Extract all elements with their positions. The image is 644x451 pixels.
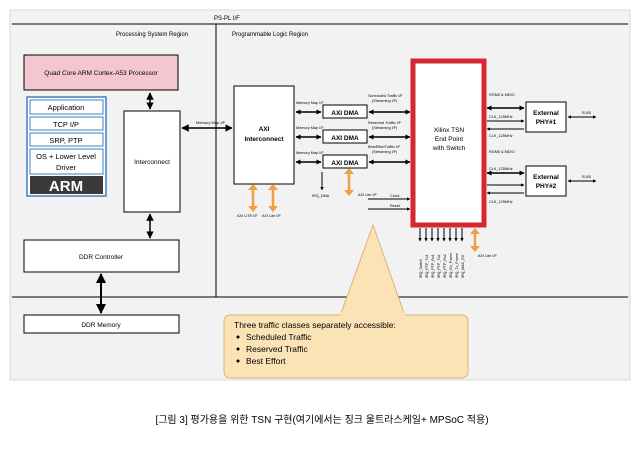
phy1-clk-label-1: CLK_125MHz: [489, 115, 513, 119]
phy1-box: [525, 101, 567, 133]
axi-interconnect-box: [233, 85, 295, 185]
phy2-label-2: PHY#2: [536, 183, 557, 190]
pl-region-label: Programmable Logic Region: [232, 32, 308, 38]
arm-label: ARM: [49, 178, 83, 195]
axi-lite-label: AXI LITE I/F: [237, 214, 258, 218]
streaming-label-2: (Streaming I/F): [372, 126, 398, 130]
stack-tcp-label: TCP I/P: [53, 120, 79, 129]
callout-item-3: Best Effort: [246, 356, 286, 366]
ps-interconnect-box: [123, 110, 181, 213]
streaming-label-3: (Streaming I/F): [372, 150, 398, 154]
stack-srp-ptp: [29, 132, 104, 147]
tsn-axi-lite-label: AXI Lite I/F: [478, 254, 497, 258]
phy2-rj45-label: RJ45: [582, 175, 591, 179]
memmap-label-2: Memory Map I/F: [296, 126, 324, 130]
memory-map-if-left-label: Memory Map I/F: [196, 120, 226, 125]
tsn-label-3: with Switch: [432, 145, 466, 152]
axi-interconnect-label-2: Interconnect: [244, 136, 284, 143]
stack-os-driver: [29, 148, 104, 175]
axi-dma-2-label: AXI DMA: [331, 135, 359, 142]
stack-os-label: OS + Lower Level: [36, 152, 96, 161]
streaming-label-1: (Streaming I/F): [372, 99, 398, 103]
callout-heading: Three traffic classes separately accessi…: [234, 320, 396, 330]
phy2-label-1: External: [533, 174, 559, 181]
phy1-label-2: PHY#1: [536, 119, 557, 126]
phy1-rj45-label: RJ45: [582, 111, 591, 115]
irq-label-0: IRQ_Switch: [419, 259, 423, 278]
ddr-controller-label: DDR Controller: [79, 254, 124, 261]
stack-srp-ptp-label: SRP, PTP: [49, 136, 82, 145]
axi-dma-2: [322, 129, 368, 144]
axi-lite-label-2: AXI Lite I/F: [262, 214, 281, 218]
ddr-memory-box: [23, 314, 180, 334]
tsn-label-1: Xilinx TSN: [434, 127, 465, 134]
axi-dma-3: [322, 154, 368, 169]
axi-lite-arrowheads-dma: [344, 168, 354, 196]
callout-bullet-1: [236, 335, 240, 339]
irq-label-2: IRQ_PTP_Rx1: [431, 254, 435, 278]
memmap-label-1: Memory Map I/F: [296, 101, 324, 105]
tsn-endpoint-box: [410, 58, 487, 228]
ps-interconnect-label: Interconnect: [134, 159, 170, 166]
memmap-label-3: Memory Map I/F: [296, 151, 324, 155]
axi-interconnect-label-1: AXI: [259, 126, 270, 133]
callout-bullet-3: [236, 359, 240, 363]
clock-label: Clock: [390, 194, 400, 198]
irq-label-5: IRQ_Rx_Frame: [449, 253, 453, 278]
ddr-memory-label: DDR Memory: [81, 322, 121, 329]
phy1-rgmii-label: RGMII & MDIO: [489, 93, 515, 97]
tsn-label-2: End Point: [435, 136, 463, 143]
processor-box: [23, 54, 179, 91]
irq-label-1: IRQ_PTP_Tx1: [425, 255, 429, 278]
irq-label-4: IRQ_PTP_Rx2: [443, 254, 447, 278]
stack-application-label: Application: [48, 103, 85, 112]
irq-arrow-group: [418, 228, 464, 242]
axi-dma-1: [322, 104, 368, 119]
reset-label: Reset: [390, 204, 401, 208]
reserved-traffic-label: Reserved Traffic I/F: [368, 121, 402, 125]
processor-label: Quad Core ARM Cortex-A53 Processor: [44, 70, 158, 77]
ddr-controller-box: [23, 239, 180, 273]
irq-label-3: IRQ_PTP_Tx2: [437, 255, 441, 278]
irq-dma-label: IRQ_DMA: [312, 194, 330, 198]
axi-lite-arrowheads-2: [268, 184, 278, 212]
axi-dma-3-label: AXI DMA: [331, 160, 359, 167]
callout-item-1: Scheduled Traffic: [246, 332, 312, 342]
callout-bullet-2: [236, 347, 240, 351]
phy1-label-1: External: [533, 110, 559, 117]
callout-joint: [340, 312, 405, 318]
axi-lite-arrowheads-1: [248, 184, 258, 212]
scheduled-traffic-label: Scheduled Traffic I/F: [368, 94, 403, 98]
irq-label-7: IRQ_MAC_RX: [461, 254, 465, 278]
stack-driver-label: Driver: [56, 163, 77, 172]
phy2-rgmii-label: RGMII & MDIO: [489, 150, 515, 154]
callout-item-2: Reserved Traffic: [246, 344, 308, 354]
phy1-clk-label-2: CLK_125MHz: [489, 134, 513, 138]
tsn-axi-lite-arrowheads: [470, 228, 480, 252]
arm-box: [30, 176, 103, 194]
axi-dma-1-label: AXI DMA: [331, 110, 359, 117]
phy2-clk-label-2: CLK_125MHz: [489, 200, 513, 204]
axi-lite-dma-label: AXI Lite I/F: [358, 193, 377, 197]
phy2-box: [525, 165, 567, 197]
ps-region-label: Processing System Region: [116, 32, 188, 38]
bus-label: PS-PL I/F: [214, 16, 240, 22]
stack-tcp: [29, 116, 104, 131]
best-effort-traffic-label: BestEffortTraffic I/F: [368, 145, 401, 149]
figure-caption: [그림 3] 평가용을 위한 TSN 구현(여기에서는 징크 울트라스케일+ M…: [155, 413, 488, 426]
irq-label-6: IRQ_Tx_Frame: [455, 253, 459, 278]
phy2-clk-label-1: CLK_125MHz: [489, 167, 513, 171]
stack-application: [29, 99, 104, 115]
